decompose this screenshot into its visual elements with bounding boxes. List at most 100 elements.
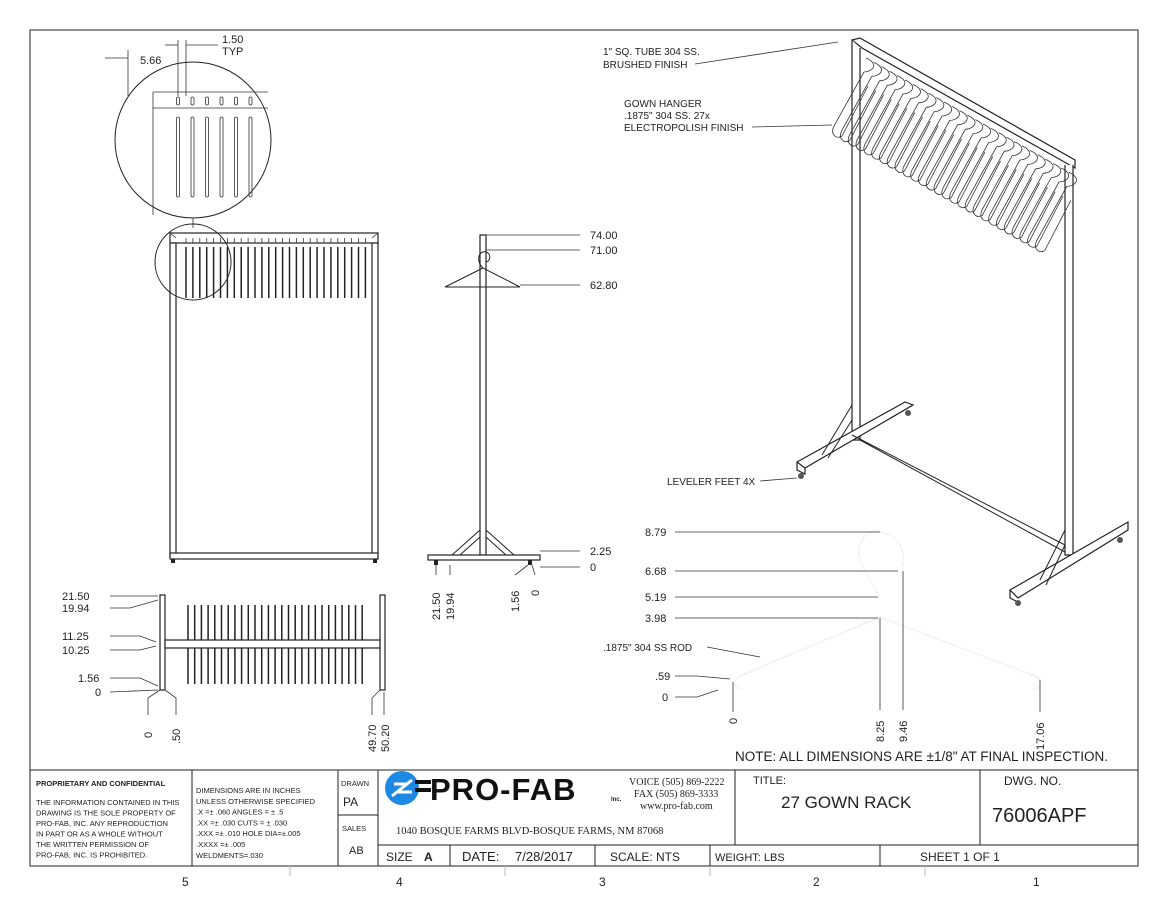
- dim-label: 21.50: [431, 592, 443, 620]
- dim-label: 49.70: [367, 724, 379, 752]
- iso-hanger: [996, 150, 1038, 231]
- pin: [234, 116, 238, 198]
- zone-label: 2: [813, 875, 820, 889]
- proprietary-line: PRO-FAB, INC. ANY REPRODUCTION: [36, 819, 168, 828]
- tolerance-line: .XXX =± .010 HOLE DIA=±.005: [196, 829, 301, 838]
- weight: WEIGHT: LBS: [715, 852, 785, 864]
- iso-hanger: [863, 75, 906, 156]
- dim-label: 5.19: [645, 592, 666, 604]
- hanger-detail: 8.79 6.68 5.19 3.98 .1875" 304 SS ROD .5…: [603, 527, 1047, 750]
- drawn-label: DRAWN: [341, 779, 369, 788]
- sheet-border: [29, 29, 1139, 867]
- sales-label: SALES: [342, 824, 366, 833]
- dim-label: 71.00: [590, 245, 618, 257]
- iso-hanger: [980, 141, 1023, 222]
- dim-label: 0: [662, 692, 668, 704]
- dim-label: 0: [95, 687, 101, 699]
- dim-label: 1.56: [510, 591, 522, 612]
- callout-hanger: .1875" 304 SS. 27x: [624, 111, 710, 122]
- tolerance-line: .XX =± .030 CUTS = ± .030: [196, 818, 287, 827]
- iso-hanger: [972, 136, 1015, 217]
- dim-label: 19.94: [445, 592, 457, 620]
- company-logo: PRO-FAB Inc.: [385, 771, 622, 807]
- iso-hanger: [957, 128, 999, 209]
- tolerance-line: DIMENSIONS ARE IN INCHES: [196, 786, 301, 795]
- dwg-number: 76006APF: [992, 805, 1087, 827]
- iso-hanger: [1003, 154, 1046, 235]
- dim-label: 3.98: [645, 613, 666, 625]
- iso-hanger: [886, 88, 929, 169]
- iso-hanger: [1019, 163, 1062, 244]
- pin: [190, 116, 195, 198]
- slot: [205, 96, 209, 106]
- proprietary-line: DRAWING IS THE SOLE PROPERTY OF: [36, 809, 176, 818]
- iso-hanger: [964, 132, 1007, 213]
- iso-hanger: [910, 101, 953, 182]
- address: 1040 BOSQUE FARMS BLVD-BOSQUE FARMS, NM …: [396, 826, 663, 837]
- tolerance-note: NOTE: ALL DIMENSIONS ARE ±1/8" AT FINAL …: [735, 749, 1108, 764]
- date-label: DATE:: [462, 849, 499, 864]
- sales-value: AB: [349, 845, 364, 857]
- slot: [234, 96, 238, 106]
- pin: [219, 116, 224, 198]
- iso-hanger: [988, 145, 1031, 226]
- iso-hanger: [840, 62, 882, 143]
- callout-feet: LEVELER FEET 4X: [667, 477, 756, 488]
- plan-view: 21.50 19.94 11.25 10.25 1.56 0 0 .50 49.…: [62, 591, 392, 752]
- proprietary-line: THE INFORMATION CONTAINED IN THIS: [36, 798, 179, 807]
- proprietary-line: THE WRITTEN PERMISSION OF: [36, 840, 149, 849]
- dim-label: 1.50: [222, 34, 243, 46]
- tolerance-line: WELDMENTS=.030: [196, 851, 263, 860]
- fax-number: FAX (505) 869-3333: [634, 789, 718, 800]
- iso-hanger: [949, 123, 992, 204]
- dim-label: 0: [530, 590, 542, 596]
- dim-label: 8.79: [645, 527, 666, 539]
- detail-view: 5.66 1.50 TYP: [105, 34, 272, 228]
- iso-hanger: [1011, 158, 1054, 239]
- tolerance-line: UNLESS OTHERWISE SPECIFIED: [196, 797, 316, 806]
- title-block: PROPRIETARY AND CONFIDENTIAL THE INFORMA…: [30, 769, 1138, 866]
- size-label: SIZE: [386, 850, 413, 864]
- company-suffix: Inc.: [611, 797, 622, 803]
- sheet: SHEET 1 OF 1: [920, 850, 1000, 864]
- iso-hanger: [894, 92, 937, 173]
- slot: [190, 96, 195, 106]
- dim-label: 6.68: [645, 566, 666, 578]
- dim-label: 17.06: [1035, 722, 1047, 750]
- drawn-value: PA: [343, 795, 358, 809]
- dim-note: TYP: [222, 46, 243, 58]
- dim-label: 10.25: [62, 645, 90, 657]
- tolerance-line: .X =± .060 ANGLES = ± .5: [196, 808, 283, 817]
- dim-label: 19.94: [62, 603, 90, 615]
- iso-hanger: [1035, 172, 1077, 253]
- zone-label: 4: [396, 875, 403, 889]
- scale: SCALE: NTS: [610, 850, 680, 864]
- dim-label: 0: [143, 732, 155, 738]
- callout-rod: .1875" 304 SS ROD: [603, 643, 692, 654]
- voice-number: VOICE (505) 869-2222: [629, 777, 725, 788]
- callout-tube: BRUSHED FINISH: [603, 60, 687, 71]
- side-view: 74.00 71.00 62.80 2.25 0 21.50 19.94 1.5…: [427, 230, 618, 620]
- dim-label: .50: [171, 729, 183, 744]
- iso-hanger: [902, 97, 945, 178]
- callout-hanger: ELECTROPOLISH FINISH: [624, 123, 743, 134]
- iso-hanger: [871, 79, 914, 160]
- dim-label: 50.20: [380, 724, 392, 752]
- zone-label: 5: [182, 875, 189, 889]
- proprietary-line: PRO-FAB, INC. IS PROHIBITED.: [36, 851, 147, 860]
- dim-label: 8.25: [875, 721, 887, 742]
- iso-hanger: [1027, 167, 1070, 248]
- iso-hanger: [925, 110, 968, 191]
- zone-label: 3: [599, 875, 606, 889]
- pin: [176, 116, 180, 198]
- tolerance-line: .XXXX =± .005: [196, 840, 245, 849]
- date-value: 7/28/2017: [515, 849, 573, 864]
- dim-label: 11.25: [62, 631, 89, 643]
- iso-hanger: [847, 66, 890, 147]
- slot: [248, 96, 253, 106]
- iso-hanger: [855, 70, 898, 151]
- dim-label: 5.66: [140, 55, 161, 67]
- dim-label: .59: [655, 671, 670, 683]
- dim-label: 9.46: [898, 721, 910, 742]
